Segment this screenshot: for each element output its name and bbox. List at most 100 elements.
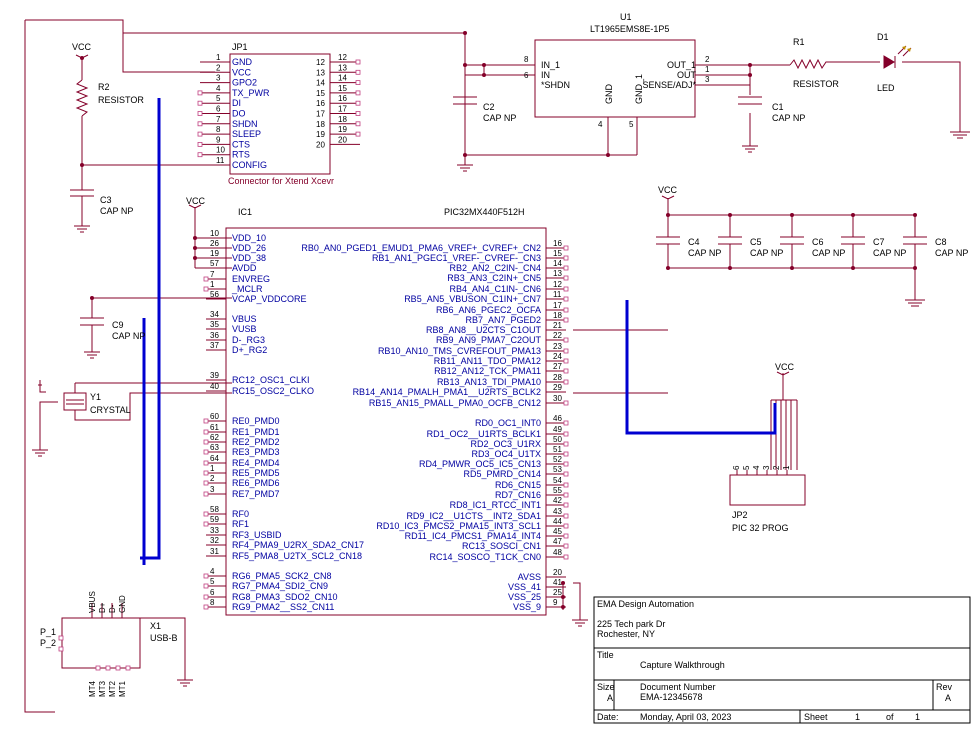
c9-capacitor[interactable]: C9 CAP NP	[80, 317, 145, 359]
ic1-right-pin-num: 18	[553, 311, 562, 320]
jp1-nc-marker	[197, 121, 203, 127]
ic1-left-pin-num: 19	[210, 249, 219, 258]
d1-led[interactable]: D1 LED	[877, 32, 970, 139]
ic1-left-pin-num: 37	[210, 341, 219, 350]
cap-ref: C6	[812, 237, 824, 247]
ic1-right-pin-num: 14	[553, 259, 562, 268]
cap-value: CAP NP	[935, 248, 968, 258]
ic1-right-pin-num: 9	[553, 598, 558, 607]
ic1-left-pin-name: D+_RG2	[232, 345, 267, 355]
tb-docnum: EMA-12345678	[640, 692, 703, 702]
ic1-right-pin-num: 43	[553, 507, 562, 516]
ic1-right-pin-name: RD0_OC1_INT0	[475, 418, 541, 428]
r2-resistor[interactable]: VCC R2 RESISTOR	[72, 42, 144, 117]
jp1-pin-num: 18	[338, 115, 347, 124]
x1-top-pin: GND	[118, 595, 127, 613]
tb-date-label: Date:	[597, 712, 619, 722]
ic1-left-pin-name: VBUS	[232, 314, 257, 324]
jp1-pin-name: DI	[232, 98, 241, 108]
ic1-right-pin-num: 48	[553, 548, 562, 557]
u1-regulator[interactable]: U1 LT1965EMS8E-1P5 8 6 IN_1 IN *SHDN 2 1…	[515, 12, 715, 135]
ic1-right-pins: 16RB0_AN0_PGED1_EMUD1_PMA6_VREF+_CVREF+_…	[301, 239, 569, 612]
ic1-right-pin-name: RB8_AN8__U2CTS_C1OUT	[426, 325, 542, 335]
r2-value: RESISTOR	[98, 95, 144, 105]
ic1-right-pin-name: RB7_AN7_PGED2	[465, 315, 541, 325]
ic1-right-pin-name: AVSS	[518, 572, 541, 582]
jp1-nc-marker	[197, 111, 203, 116]
ic1-left-pin-num: 26	[210, 239, 219, 248]
c3-capacitor[interactable]: C3 CAP NP	[70, 189, 133, 233]
jp1-pin-num: 6	[216, 105, 221, 114]
y1-crystal[interactable]: Y1 CRYSTAL	[32, 380, 131, 457]
ic1-left-pin-name: VCAP_VDDCORE	[232, 294, 307, 304]
jp1-pin-name: TX_PWR	[232, 88, 270, 98]
ic1-right-pin-name: VSS_25	[508, 592, 541, 602]
ic1-right-pin-num: 47	[553, 537, 562, 546]
jp2-value: PIC 32 PROG	[732, 523, 789, 533]
ic1-right-pin-name: RB4_AN4_C1IN-_CN6	[449, 284, 541, 294]
jp1-pin-num: 15	[338, 84, 347, 93]
ic1-left-pin-name: VUSB	[232, 324, 257, 334]
jp1-pin-num: 16	[338, 94, 347, 103]
ic1-right-pin-num: 44	[553, 517, 562, 526]
u1-pin-4: 4	[598, 120, 603, 129]
jp2-pin-num: 5	[742, 465, 751, 470]
ic1-right-pin-name: RD10_IC3_PMCS2_PMA15_INT3_SCL1	[376, 521, 541, 531]
jp1-value: Connector for Xtend Xcevr	[228, 176, 334, 186]
vcc-node	[80, 56, 84, 60]
ic1-right-pin-num: 27	[553, 362, 562, 371]
x1-left-pin: P_2	[40, 638, 56, 648]
c2-ref: C2	[483, 102, 495, 112]
jp1-pin-num: 4	[216, 84, 221, 93]
ic1-left-pin-name: RE5_PMD5	[232, 468, 280, 478]
jp1-pin-num: 10	[216, 146, 225, 155]
ic1-left-pin-num: 5	[210, 577, 215, 586]
tb-company: EMA Design Automation	[597, 599, 694, 609]
ic1-right-pin-num: 22	[553, 331, 562, 340]
tb-sheets: 1	[915, 712, 920, 722]
jp1-nc-marker	[355, 59, 361, 65]
jp2-vcc-label: VCC	[775, 362, 795, 372]
u1-in1-label: IN_1	[541, 60, 560, 70]
jp1-pin-inner: 20	[316, 140, 325, 149]
c1-capacitor[interactable]: C1 CAP NP	[738, 96, 805, 153]
jp1-pin-inner: 12	[316, 58, 325, 67]
tb-rev-label: Rev	[936, 682, 953, 692]
cap-ref: C5	[750, 237, 762, 247]
c9-value: CAP NP	[112, 331, 145, 341]
ic1-right-pin-num: 55	[553, 486, 562, 495]
r1-resistor[interactable]: R1 RESISTOR	[789, 37, 839, 89]
u1-pin-3: 3	[705, 75, 710, 84]
jp1-pin-num: 7	[216, 115, 221, 124]
jp1-nc-marker	[355, 100, 361, 106]
ic1-left-pin-num: 32	[210, 536, 219, 545]
ic1-left-pin-num: 2	[210, 474, 215, 483]
jp1-nc-marker	[197, 141, 203, 147]
jp1-pin-inner: 13	[316, 68, 325, 77]
c2-capacitor[interactable]: C2 CAP NP	[453, 96, 516, 172]
cap-ref: C8	[935, 237, 947, 247]
c2-value: CAP NP	[483, 113, 516, 123]
r2-vcc-label: VCC	[72, 42, 92, 52]
jp1-pin-num: 9	[216, 135, 221, 144]
jp1-pin-name: GND	[232, 57, 253, 67]
ic1-right-pin-num: 41	[553, 578, 562, 587]
ic1-right-pin-name: RB3_AN3_C2IN+_CN5	[447, 273, 541, 283]
jp1-pin-name: SHDN	[232, 119, 258, 129]
ic1-left-pin-num: 59	[210, 515, 219, 524]
jp1-pin-name: SLEEP	[232, 129, 261, 139]
cap-ref: C4	[688, 237, 700, 247]
jp1-pin-name: RTS	[232, 150, 250, 160]
c1-value: CAP NP	[772, 113, 805, 123]
